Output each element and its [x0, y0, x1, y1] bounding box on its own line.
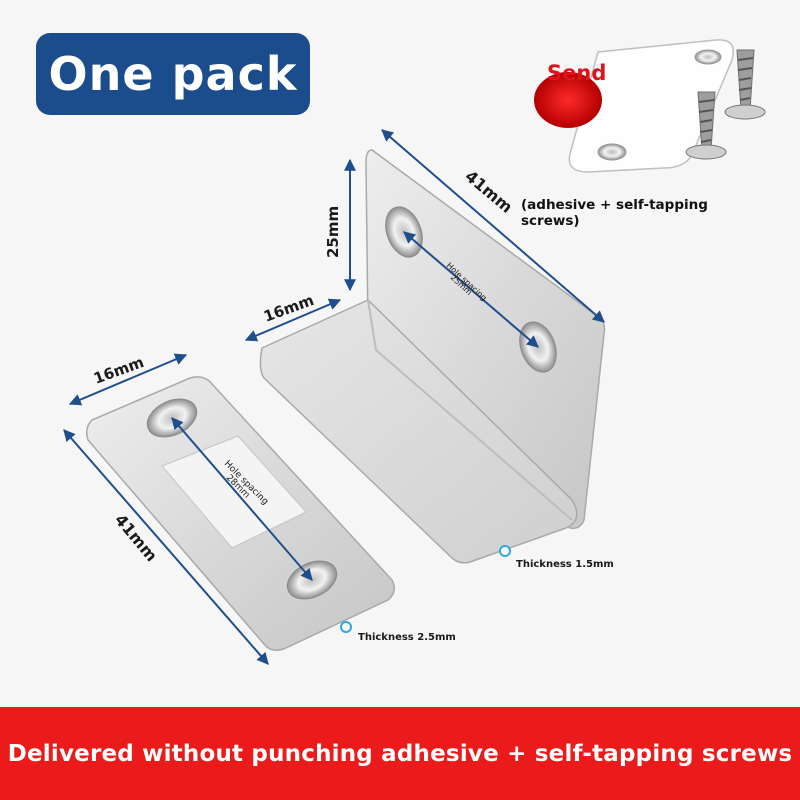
bracket-length-label: 41mm: [461, 167, 516, 217]
bracket-thickness-label: Thickness 1.5mm: [516, 559, 614, 570]
plate-thickness-label: Thickness 2.5mm: [358, 632, 456, 643]
accessory-caption: (adhesive + self-tapping screws): [521, 197, 708, 229]
thickness-marker: [340, 621, 352, 633]
accessory-inset: [534, 39, 766, 173]
screw-icon: [685, 91, 727, 160]
one-pack-badge: One pack: [36, 33, 310, 115]
bracket-width-label: 16mm: [261, 291, 316, 326]
adhesive-dot: [534, 72, 602, 128]
thickness-marker: [499, 545, 511, 557]
delivery-banner: Delivered without punching adhesive + se…: [0, 707, 800, 800]
bracket-height-label: 25mm: [324, 206, 342, 258]
plate-length-label: 41mm: [111, 510, 161, 565]
send-label: Send: [547, 61, 607, 85]
dimension-lines: [63, 129, 605, 665]
screw-icon: [724, 49, 766, 120]
